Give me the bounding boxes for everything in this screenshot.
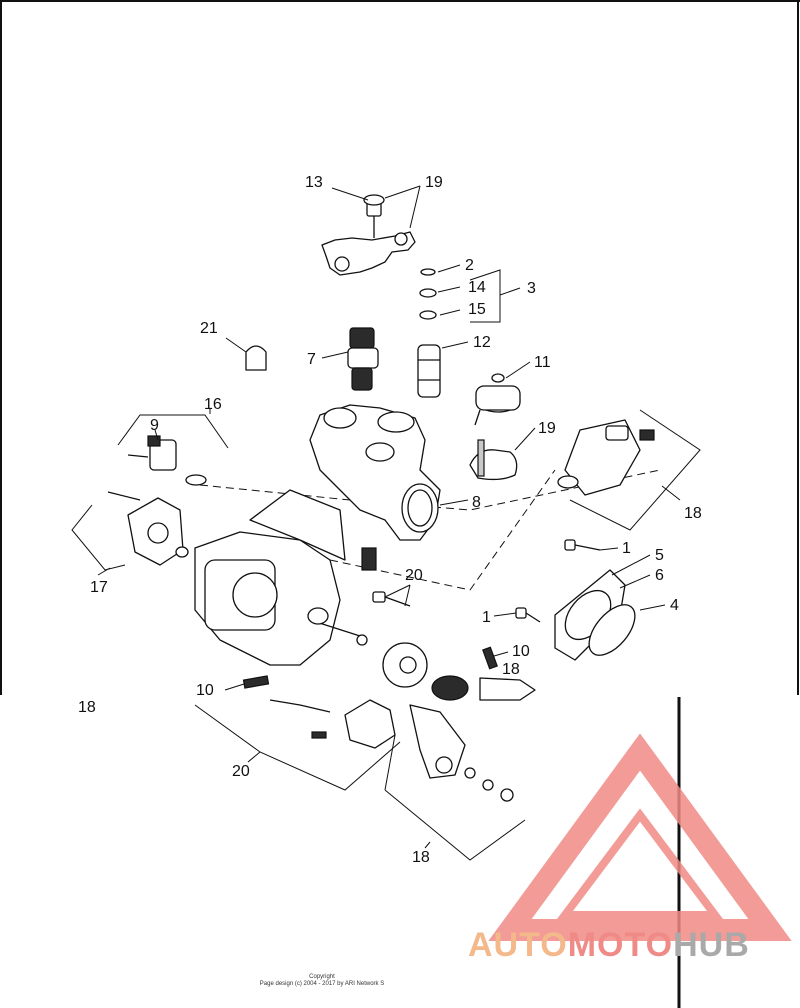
callout-3: 3 [527, 280, 536, 297]
callout-20: 20 [405, 567, 423, 584]
callout-18: 18 [684, 505, 702, 522]
copyright-label: Copyright [309, 974, 335, 980]
callout-18: 18 [78, 699, 96, 716]
callout-8: 8 [472, 494, 481, 511]
o-ring-2 [420, 268, 436, 276]
intake-manifold-part-8 [309, 404, 441, 541]
callout-18: 18 [412, 849, 430, 866]
connector-part-9 [127, 435, 207, 486]
watermark-word-moto: MOTO [567, 926, 674, 964]
spring-part-10 [242, 675, 270, 689]
fitting-part-12 [417, 344, 441, 398]
throttle-lever-assembly [356, 634, 536, 701]
bolt-part-1 [564, 539, 601, 551]
ring-part-4 [588, 604, 636, 656]
cap-part-21 [245, 345, 267, 371]
watermark-logo-triangle [488, 733, 792, 941]
watermark-brand-text: AUTOMOTOHUB [468, 926, 750, 965]
callout-1: 1 [622, 540, 631, 557]
callout-11: 11 [534, 354, 551, 371]
lower-linkage-assembly [269, 699, 514, 802]
callout-4: 4 [670, 597, 679, 614]
callout-10: 10 [196, 682, 214, 699]
page-design-credit: Page design (c) 2004 - 2017 by ARI Netwo… [259, 981, 385, 987]
dashed-assembly-line [329, 469, 556, 591]
pressure-regulator-part-11 [474, 373, 521, 426]
watermark-word-auto: AUTO [468, 926, 568, 964]
bolt-part-1 [515, 607, 541, 623]
gasket-part-19 [469, 449, 518, 481]
idle-air-valve-part-18 [557, 419, 655, 496]
callout-13: 13 [305, 174, 323, 191]
callout-10: 10 [512, 643, 530, 660]
callout-1: 1 [482, 609, 491, 626]
o-ring-14 [419, 288, 437, 298]
callout-2: 2 [465, 257, 474, 274]
callout-19: 19 [538, 420, 556, 437]
spring-part-10 [482, 646, 498, 670]
callout-5: 5 [655, 547, 664, 564]
callout-16: 16 [204, 396, 222, 413]
callout-19: 19 [425, 174, 443, 191]
callout-7: 7 [307, 351, 316, 368]
fuel-injector-part-7 [347, 327, 379, 391]
watermark-word-hub: HUB [673, 926, 750, 964]
throttle-position-sensor-part-17 [107, 491, 189, 566]
callout-9: 9 [150, 417, 159, 434]
callout-14: 14 [468, 279, 486, 296]
copyright-footer: Copyright Page design (c) 2004 - 2017 by… [212, 974, 432, 988]
callout-17: 17 [90, 579, 108, 596]
callout-15: 15 [468, 301, 486, 318]
callout-18: 18 [502, 661, 520, 678]
bracket-part [321, 194, 416, 276]
o-ring-15 [419, 310, 437, 320]
callout-6: 6 [655, 567, 664, 584]
callout-21: 21 [200, 320, 218, 337]
leader-lines [71, 185, 701, 861]
callout-12: 12 [473, 334, 491, 351]
throttle-body [194, 489, 377, 666]
gasket-stud [477, 439, 485, 477]
callout-20: 20 [232, 763, 250, 780]
